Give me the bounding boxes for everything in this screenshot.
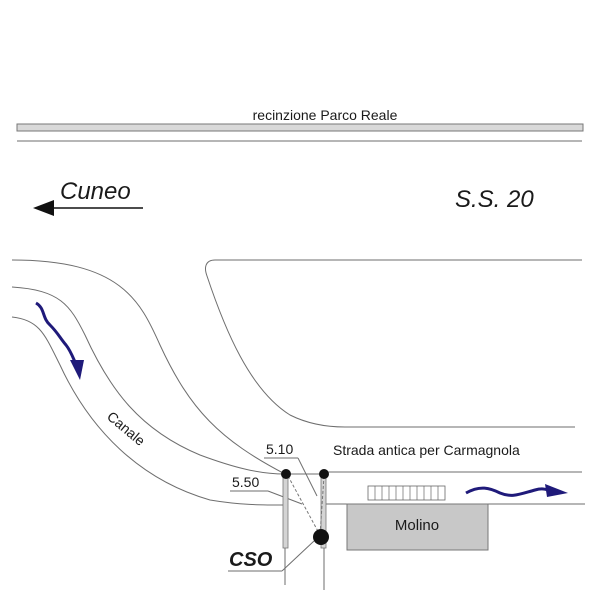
elevation-label-2: 5.50 bbox=[232, 474, 259, 490]
weir-wall-left bbox=[282, 475, 289, 549]
elevation-leader-1 bbox=[297, 457, 318, 497]
road-block-right bbox=[205, 259, 582, 428]
elevation-label-1: 5.10 bbox=[266, 441, 293, 457]
canal-bank-lower bbox=[11, 316, 286, 506]
left-arrow-icon bbox=[33, 200, 54, 216]
canal-label: Canale bbox=[104, 408, 148, 449]
building-molino bbox=[346, 503, 489, 551]
cso-leader bbox=[281, 540, 315, 572]
flow-arrow-road bbox=[465, 484, 568, 497]
down-arrow-icon bbox=[70, 360, 84, 380]
grating bbox=[367, 485, 446, 501]
node-marker-left bbox=[281, 469, 291, 479]
fence-band bbox=[16, 123, 584, 132]
direction-cuneo bbox=[33, 200, 143, 216]
road-edge-outer bbox=[11, 259, 322, 475]
right-arrow-icon bbox=[545, 484, 568, 497]
old-road-label: Strada antica per Carmagnola bbox=[333, 442, 520, 458]
cso-node-marker bbox=[313, 529, 329, 545]
canal-bank-upper bbox=[11, 286, 286, 475]
road-label: S.S. 20 bbox=[455, 186, 534, 213]
node-marker-right bbox=[319, 469, 329, 479]
cso-label: CSO bbox=[229, 549, 273, 571]
building-label: Molino bbox=[395, 517, 439, 534]
overflow-path-left bbox=[287, 475, 321, 536]
direction-label: Cuneo bbox=[60, 178, 131, 205]
flow-arrow-canal bbox=[35, 301, 84, 380]
cso-structure bbox=[281, 469, 329, 590]
park-fence bbox=[16, 123, 584, 142]
fence-label: recinzione Parco Reale bbox=[253, 107, 398, 123]
